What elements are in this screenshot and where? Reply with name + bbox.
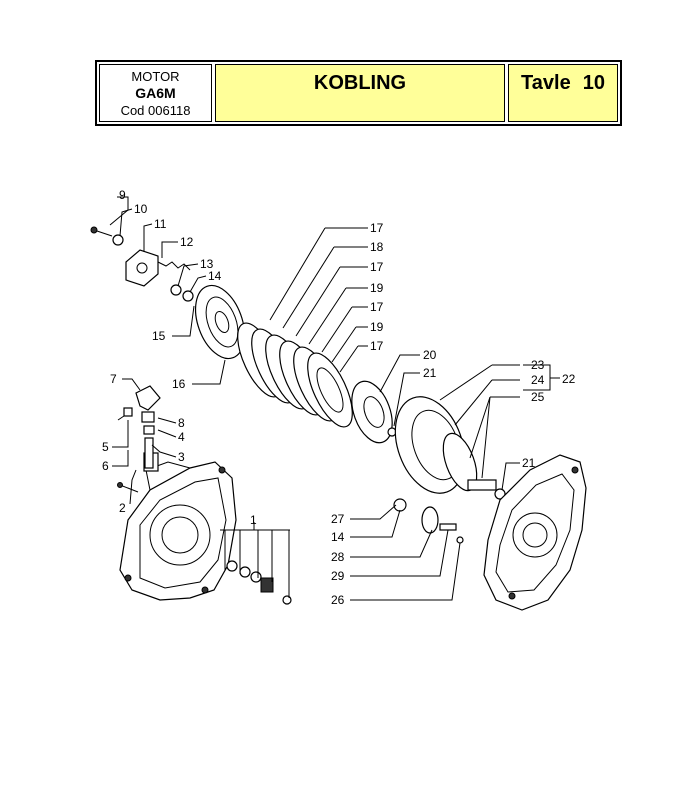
parts-sheet-header: MOTOR GA6M Cod 006118 KOBLING Tavle 10 — [95, 60, 622, 126]
callout-18: 18 — [370, 240, 384, 254]
callout-9: 9 — [119, 188, 126, 202]
pressure-plate-drawing — [194, 284, 246, 360]
callout-7: 7 — [110, 372, 117, 386]
tavle-number: 10 — [582, 72, 605, 94]
pump-parts-drawing — [220, 529, 292, 605]
callout-17-c: 17 — [370, 300, 384, 314]
callout-5: 5 — [102, 440, 109, 454]
callout-25: 25 — [531, 390, 545, 404]
callout-19-a: 19 — [370, 281, 384, 295]
release-lever-drawing — [117, 385, 161, 493]
callout-1: 1 — [250, 513, 257, 527]
callout-26: 26 — [331, 593, 345, 607]
callout-4: 4 — [178, 430, 185, 444]
callout-16: 16 — [172, 377, 186, 391]
motor-code: Cod 006118 — [120, 102, 191, 118]
sheet-title: KOBLING — [215, 64, 505, 122]
callout-15: 15 — [152, 329, 166, 343]
motor-label: MOTOR — [131, 68, 180, 84]
tavle-cell: Tavle 10 — [508, 64, 618, 122]
callout-21-top: 21 — [423, 366, 437, 380]
leader-lines — [109, 196, 560, 601]
callout-14-top: 14 — [208, 269, 222, 283]
callout-10: 10 — [134, 202, 148, 216]
callout-27: 27 — [331, 512, 345, 526]
clutch-cover-drawing — [119, 452, 237, 601]
tavle-label: Tavle — [521, 72, 571, 94]
callout-21-right: 21 — [522, 456, 536, 470]
callout-17-d: 17 — [370, 339, 384, 353]
callout-6: 6 — [102, 459, 109, 473]
crankcase-drawing — [483, 454, 587, 611]
callout-22: 22 — [562, 372, 576, 386]
clutch-basket-drawing — [394, 396, 506, 500]
pinion-gear-drawing — [393, 498, 464, 544]
cover-plate-drawing — [90, 226, 194, 302]
callout-2: 2 — [119, 501, 126, 515]
clutch-hub-drawing — [351, 380, 397, 444]
callout-8: 8 — [178, 416, 185, 430]
callout-numbers: 9 10 11 12 13 14 15 16 7 8 4 3 5 6 2 1 1… — [102, 188, 576, 607]
callout-17-a: 17 — [370, 221, 384, 235]
callout-28: 28 — [331, 550, 345, 564]
callout-12: 12 — [180, 235, 194, 249]
callout-19-b: 19 — [370, 320, 384, 334]
callout-20: 20 — [423, 348, 437, 362]
callout-29: 29 — [331, 569, 345, 583]
callout-24: 24 — [531, 373, 545, 387]
callout-17-b: 17 — [370, 260, 384, 274]
motor-info-cell: MOTOR GA6M Cod 006118 — [99, 64, 212, 122]
callout-13: 13 — [200, 257, 214, 271]
motor-model: GA6M — [135, 84, 176, 101]
callout-14-bottom: 14 — [331, 530, 345, 544]
callout-11: 11 — [154, 217, 167, 231]
callout-23: 23 — [531, 358, 545, 372]
callout-3: 3 — [178, 450, 185, 464]
clutch-disc-stack-drawing — [237, 322, 353, 428]
